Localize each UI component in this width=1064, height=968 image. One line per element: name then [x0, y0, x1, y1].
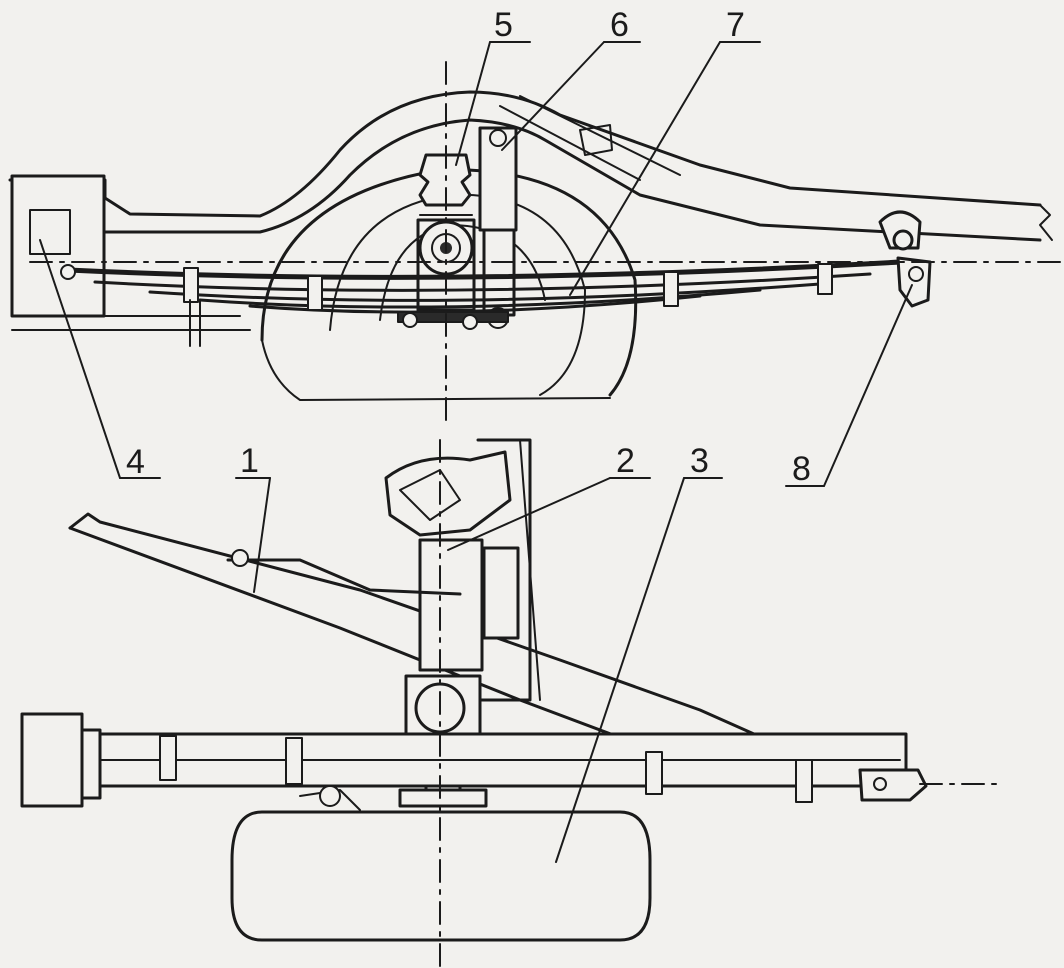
frame-rail-lower — [103, 118, 1042, 242]
wheel-tire — [260, 168, 638, 397]
label-8: 8 — [792, 450, 811, 488]
shock-absorber-top — [418, 538, 484, 672]
spring-shackle — [878, 210, 932, 308]
leader-lines — [39, 41, 913, 863]
label-1: 1 — [240, 442, 259, 480]
side-view — [8, 90, 1053, 401]
label-7: 7 — [726, 6, 745, 44]
frame-side-member — [68, 512, 810, 760]
label-5: 5 — [494, 6, 513, 44]
label-4: 4 — [126, 443, 145, 481]
label-2: 2 — [616, 442, 635, 480]
bump-stop-top — [384, 450, 512, 537]
frame-rail — [8, 90, 1042, 218]
leaf-spring — [65, 259, 903, 347]
top-view — [20, 438, 1001, 942]
shock-absorber — [478, 126, 518, 232]
label-6: 6 — [610, 6, 629, 44]
label-3: 3 — [690, 442, 709, 480]
